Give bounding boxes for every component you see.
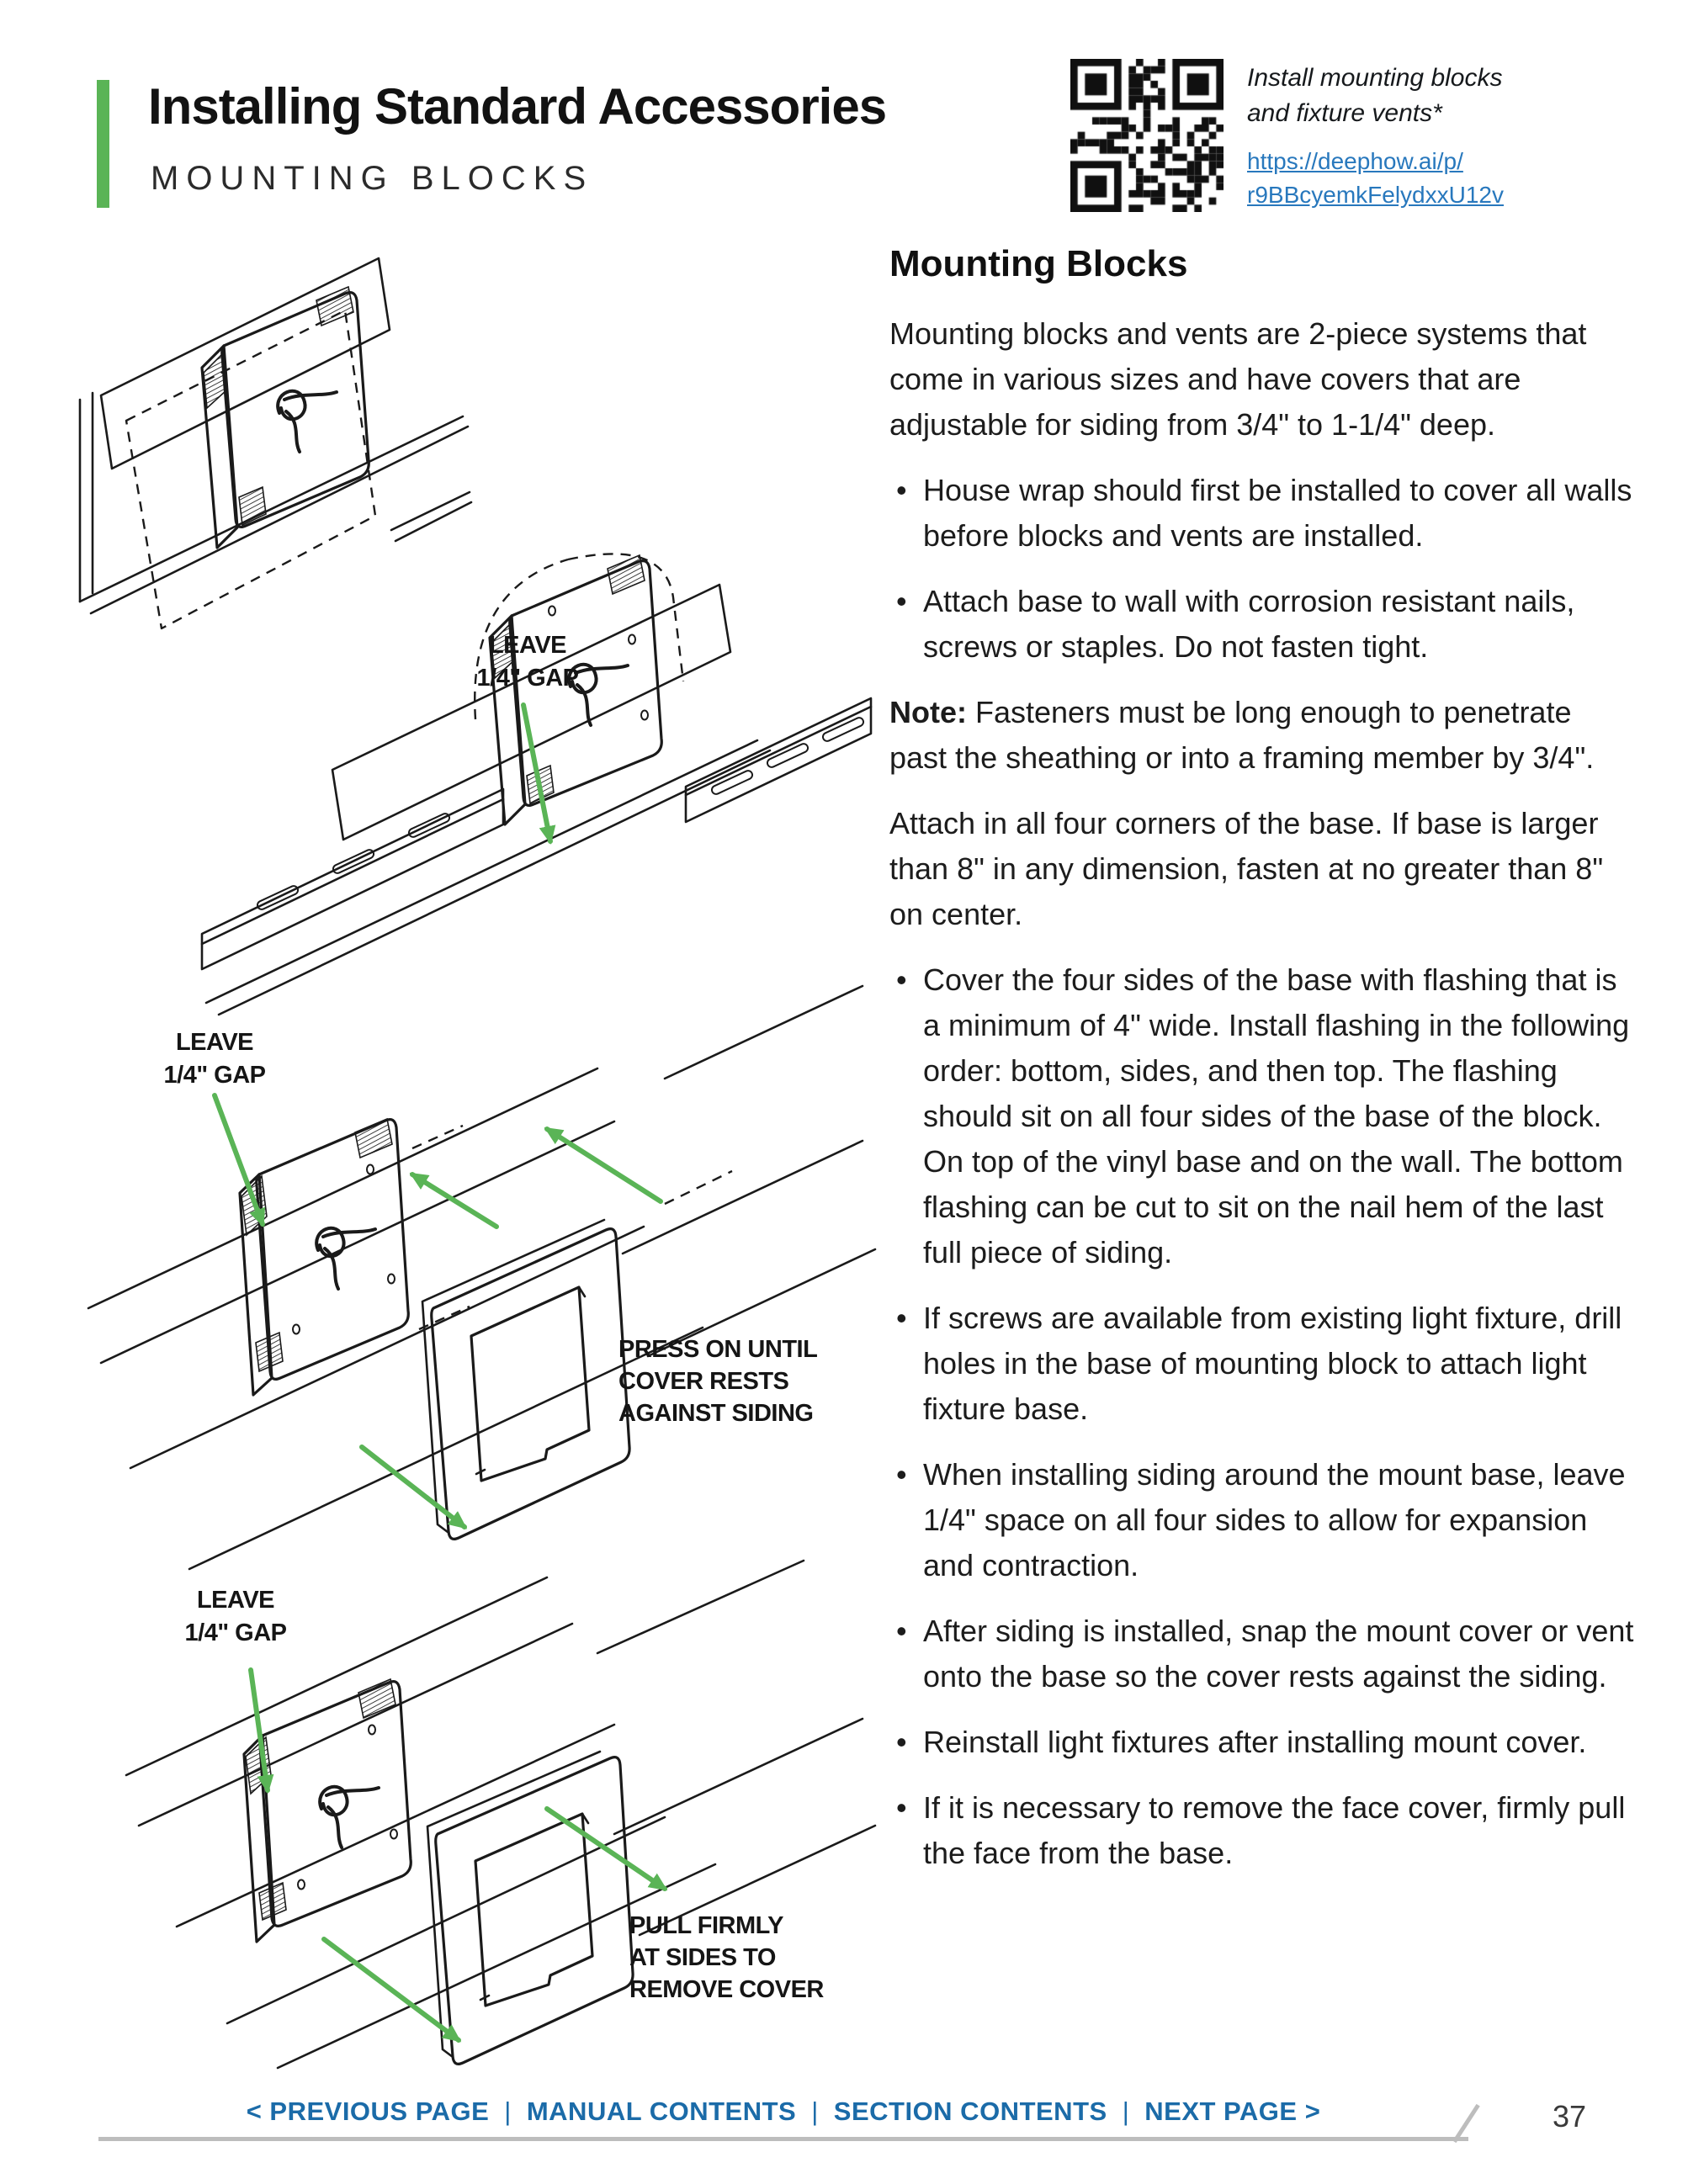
nailing-hem-hatch	[255, 1331, 284, 1373]
list-item: After siding is installed, snap the moun…	[894, 1609, 1637, 1699]
pull-arrow-icon	[321, 1937, 462, 2043]
illustration-base-with-trim	[200, 553, 873, 1016]
qr-link: https://deephow.ai/p/ r9BBcyemkFelydxxU1…	[1247, 145, 1504, 212]
leave-gap-label: LEAVE 1/4" GAP	[184, 1587, 287, 1646]
siding-bottom-edge	[204, 739, 772, 1016]
list-item: Cover the four sides of the base with fl…	[894, 957, 1637, 1275]
attach-paragraph: Attach in all four corners of the base. …	[889, 806, 1604, 931]
mount-cover	[421, 1218, 631, 1540]
nailing-hem-hatch	[258, 1881, 287, 1922]
wall-bottom-edge	[78, 415, 470, 615]
footer-nav: < PREVIOUS PAGE | MANUAL CONTENTS | SECTION …	[98, 2097, 1468, 2127]
house-wrap-band	[331, 583, 732, 841]
press-on-label: PRESS ON UNTIL COVER RESTS AGAINST SIDIN…	[618, 1336, 818, 1427]
nav-separator: |	[504, 2097, 512, 2126]
nav-separator: |	[811, 2097, 819, 2126]
list-item: House wrap should first be installed to …	[894, 468, 1637, 559]
list-item: Attach base to wall with corrosion resis…	[894, 579, 1637, 670]
list-item: When installing siding around the mount …	[894, 1452, 1637, 1588]
press-arrow-icon	[544, 1126, 663, 1204]
nailing-hem-hatch	[358, 1678, 396, 1720]
nailing-hem-hatch	[607, 554, 645, 596]
pull-arrow-icon	[544, 1806, 668, 1891]
footer-rule	[98, 2137, 1468, 2141]
nailing-hem-hatch	[316, 285, 354, 327]
qr-link-line2[interactable]: r9BBcyemkFelydxxU12v	[1247, 182, 1504, 208]
nailing-hem-hatch	[238, 485, 267, 527]
note-paragraph: Note: Fasteners must be long enough to p…	[889, 690, 1637, 781]
gap-arrow-icon	[248, 1667, 274, 1794]
nailing-hem-hatch	[491, 621, 516, 680]
page-subtitle: MOUNTING BLOCKS	[151, 160, 594, 197]
gap-arrow-icon	[521, 702, 556, 845]
illustrations	[78, 257, 877, 2070]
manual-contents-link[interactable]: MANUAL CONTENTS	[526, 2097, 797, 2126]
wall-lower-right-edge	[390, 490, 473, 543]
qr-code	[1070, 59, 1224, 212]
nailing-hem-hatch	[354, 1117, 393, 1159]
bullet-list-2: Cover the four sides of the base with fl…	[894, 957, 1637, 1876]
utility-trim-right	[684, 697, 873, 824]
page-title: Installing Standard Accessories	[148, 78, 887, 135]
article-column: Mounting Blocks Mounting blocks and vent…	[889, 242, 1637, 1896]
mount-cover	[426, 1750, 634, 2065]
wire-icon	[276, 389, 338, 453]
page-number: 37	[1553, 2099, 1587, 2134]
nav-separator: |	[1122, 2097, 1130, 2126]
pull-firmly-label: PULL FIRMLY AT SIDES TO REMOVE COVER	[629, 1912, 824, 2003]
leave-gap-label: LEAVE 1/4" GAP	[476, 632, 579, 692]
mount-block-base	[488, 554, 663, 826]
utility-trim-left	[200, 787, 505, 971]
intro-paragraph: Mounting blocks and vents are 2-piece sy…	[889, 316, 1587, 442]
nailing-hem-hatch	[203, 351, 228, 410]
house-wrap-band	[99, 257, 391, 470]
previous-page-link[interactable]: < PREVIOUS PAGE	[246, 2097, 490, 2126]
mount-block-base	[242, 1678, 412, 1943]
leave-gap-label: LEAVE 1/4" GAP	[163, 1029, 266, 1089]
section-heading: Mounting Blocks	[889, 243, 1188, 284]
bullet-list-1: House wrap should first be installed to …	[894, 468, 1637, 670]
siding-lines	[87, 984, 877, 1571]
press-arrow-icon	[409, 1172, 499, 1229]
list-item: Reinstall light fixtures after installin…	[894, 1720, 1637, 1765]
wall-edge	[78, 391, 94, 603]
qr-caption-line1: Install mounting blocks	[1247, 64, 1503, 92]
illustration-base-on-housewrap	[78, 257, 473, 630]
press-arrow-icon	[359, 1445, 468, 1529]
qr-caption-line2: and fixture vents*	[1247, 99, 1442, 127]
siding-lines	[125, 1559, 877, 2070]
illustration-pull-cover	[125, 1559, 877, 2070]
next-page-link[interactable]: NEXT PAGE >	[1144, 2097, 1321, 2126]
flashing-dashed-outline	[567, 553, 685, 682]
note-label: Note:	[889, 695, 967, 729]
note-text: Fasteners must be long enough to penetra…	[889, 695, 1595, 775]
qr-link-line1[interactable]: https://deephow.ai/p/	[1247, 148, 1463, 174]
section-contents-link[interactable]: SECTION CONTENTS	[833, 2097, 1107, 2126]
illustration-press-cover	[87, 984, 877, 1571]
alignment-dashes	[411, 1124, 470, 1331]
accent-bar	[97, 80, 109, 208]
list-item: If it is necessary to remove the face co…	[894, 1785, 1637, 1876]
flashing-dashed-outline	[474, 558, 569, 720]
list-item: If screws are available from existing li…	[894, 1296, 1637, 1432]
qr-caption: Install mounting blocks and fixture vent…	[1247, 61, 1503, 131]
gap-arrow-icon	[212, 1093, 266, 1227]
press-arrow-tail	[664, 1169, 733, 1206]
flashing-dashed-outline	[125, 309, 377, 630]
mount-block-base	[200, 285, 370, 549]
